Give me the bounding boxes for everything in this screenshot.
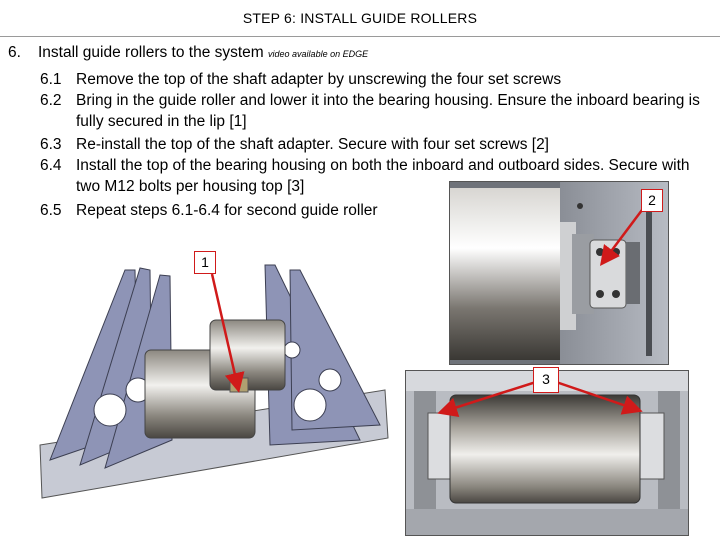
sub-step-text: Bring in the guide roller and lower it i…	[76, 92, 700, 130]
video-note: video available on EDGE	[268, 49, 369, 59]
callout-3: 3	[533, 367, 559, 393]
sub-step-number: 6.1	[40, 71, 62, 88]
sub-step-text: Install the top of the bearing housing o…	[76, 157, 690, 195]
sub-step-text: Remove the top of the shaft adapter by u…	[76, 71, 562, 88]
sub-step-text: Re-install the top of the shaft adapter.…	[76, 136, 549, 153]
shaft-adapter-photo	[449, 181, 669, 365]
title-divider	[0, 36, 720, 37]
page-title: STEP 6: INSTALL GUIDE ROLLERS	[242, 10, 478, 26]
cad-assembly-photo	[30, 240, 392, 502]
bearing-housing-illustration	[406, 371, 688, 535]
main-step-text: Install guide rollers to the system	[38, 44, 264, 61]
sub-step-number: 6.3	[40, 136, 62, 153]
sub-step-number: 6.2	[40, 92, 62, 109]
sub-step-number: 6.4	[40, 157, 62, 174]
sub-step-number: 6.5	[40, 202, 62, 219]
callout-1: 1	[194, 251, 216, 274]
cad-assembly-illustration	[39, 264, 389, 499]
sub-step-text: Repeat steps 6.1-6.4 for second guide ro…	[76, 202, 378, 219]
bearing-housing-photo	[405, 370, 689, 536]
main-step-number: 6.	[8, 44, 21, 61]
callout-2: 2	[641, 189, 663, 212]
shaft-adapter-illustration	[450, 182, 668, 364]
main-step: 6. Install guide rollers to the system vi…	[8, 42, 368, 65]
